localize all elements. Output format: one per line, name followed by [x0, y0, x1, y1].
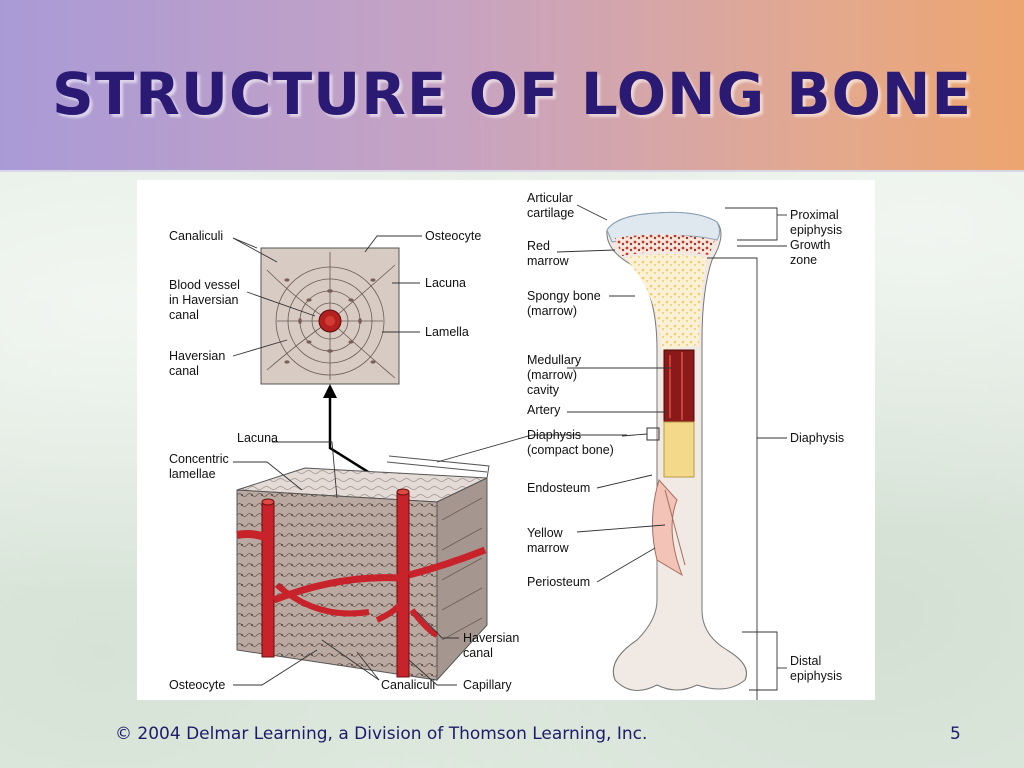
copyright-footer: © 2004 Delmar Learning, a Division of Th…: [115, 724, 648, 744]
label-blood-vessel-3: canal: [169, 308, 199, 322]
page-number: 5: [950, 724, 961, 744]
label-diaphysis-compact-2: (compact bone): [527, 443, 614, 457]
label-medullary-3: cavity: [527, 383, 560, 397]
label-concentric-lamellae-2: lamellae: [169, 467, 216, 481]
label-endosteum: Endosteum: [527, 481, 590, 495]
label-haversian-canal-bottom-1: Haversian: [463, 631, 519, 645]
label-haversian-canal-bottom-2: canal: [463, 646, 493, 660]
label-distal-epiphysis-2: epiphysis: [790, 669, 842, 683]
label-red-marrow-1: Red: [527, 239, 550, 253]
bone-diagram: Canaliculi Osteocyte Blood vessel in Hav…: [169, 191, 844, 700]
title-band: [0, 0, 1024, 172]
label-yellow-marrow-2: marrow: [527, 541, 570, 555]
label-blood-vessel-1: Blood vessel: [169, 278, 240, 292]
label-diaphysis-compact-1: Diaphysis: [527, 428, 581, 442]
label-articular-cartilage-2: cartilage: [527, 206, 574, 220]
slide-title: STRUCTURE OF LONG BONE: [51, 60, 973, 128]
long-bone-figure: Canaliculi Osteocyte Blood vessel in Hav…: [137, 180, 875, 700]
label-distal-epiphysis-1: Distal: [790, 654, 821, 668]
label-yellow-marrow-1: Yellow: [527, 526, 564, 540]
label-lacuna-mid: Lacuna: [237, 431, 278, 445]
label-spongy-bone-2: (marrow): [527, 304, 577, 318]
label-capillary: Capillary: [463, 678, 512, 692]
compact-bone-block: [236, 455, 490, 682]
label-medullary-1: Medullary: [527, 353, 582, 367]
label-periosteum: Periosteum: [527, 575, 590, 589]
label-spongy-bone-1: Spongy bone: [527, 289, 601, 303]
label-canaliculi-bottom: Canaliculi: [381, 678, 435, 692]
label-canaliculi-top: Canaliculi: [169, 229, 223, 243]
label-articular-cartilage-1: Articular: [527, 191, 573, 205]
label-lamella: Lamella: [425, 325, 469, 339]
label-artery: Artery: [527, 403, 561, 417]
label-osteocyte-bottom: Osteocyte: [169, 678, 225, 692]
label-diaphysis: Diaphysis: [790, 431, 844, 445]
label-haversian-canal-left-2: canal: [169, 364, 199, 378]
label-growth-zone-2: zone: [790, 253, 817, 267]
labels-left: Canaliculi Osteocyte Blood vessel in Hav…: [169, 229, 519, 692]
osteon-inset: [260, 247, 400, 385]
leader-lines-left: [232, 235, 627, 686]
label-red-marrow-2: marrow: [527, 254, 570, 268]
label-growth-zone-1: Growth: [790, 238, 830, 252]
label-proximal-epiphysis-1: Proximal: [790, 208, 839, 222]
labels-right: Articular cartilage Red marrow Spongy bo…: [527, 191, 844, 683]
label-concentric-lamellae-1: Concentric: [169, 452, 229, 466]
label-haversian-canal-left-1: Haversian: [169, 349, 225, 363]
long-bone: [606, 211, 747, 691]
label-blood-vessel-2: in Haversian: [169, 293, 239, 307]
label-proximal-epiphysis-2: epiphysis: [790, 223, 842, 237]
label-osteocyte-top: Osteocyte: [425, 229, 481, 243]
label-lacuna-top: Lacuna: [425, 276, 466, 290]
label-medullary-2: (marrow): [527, 368, 577, 382]
leader-lines-right: [556, 204, 787, 700]
